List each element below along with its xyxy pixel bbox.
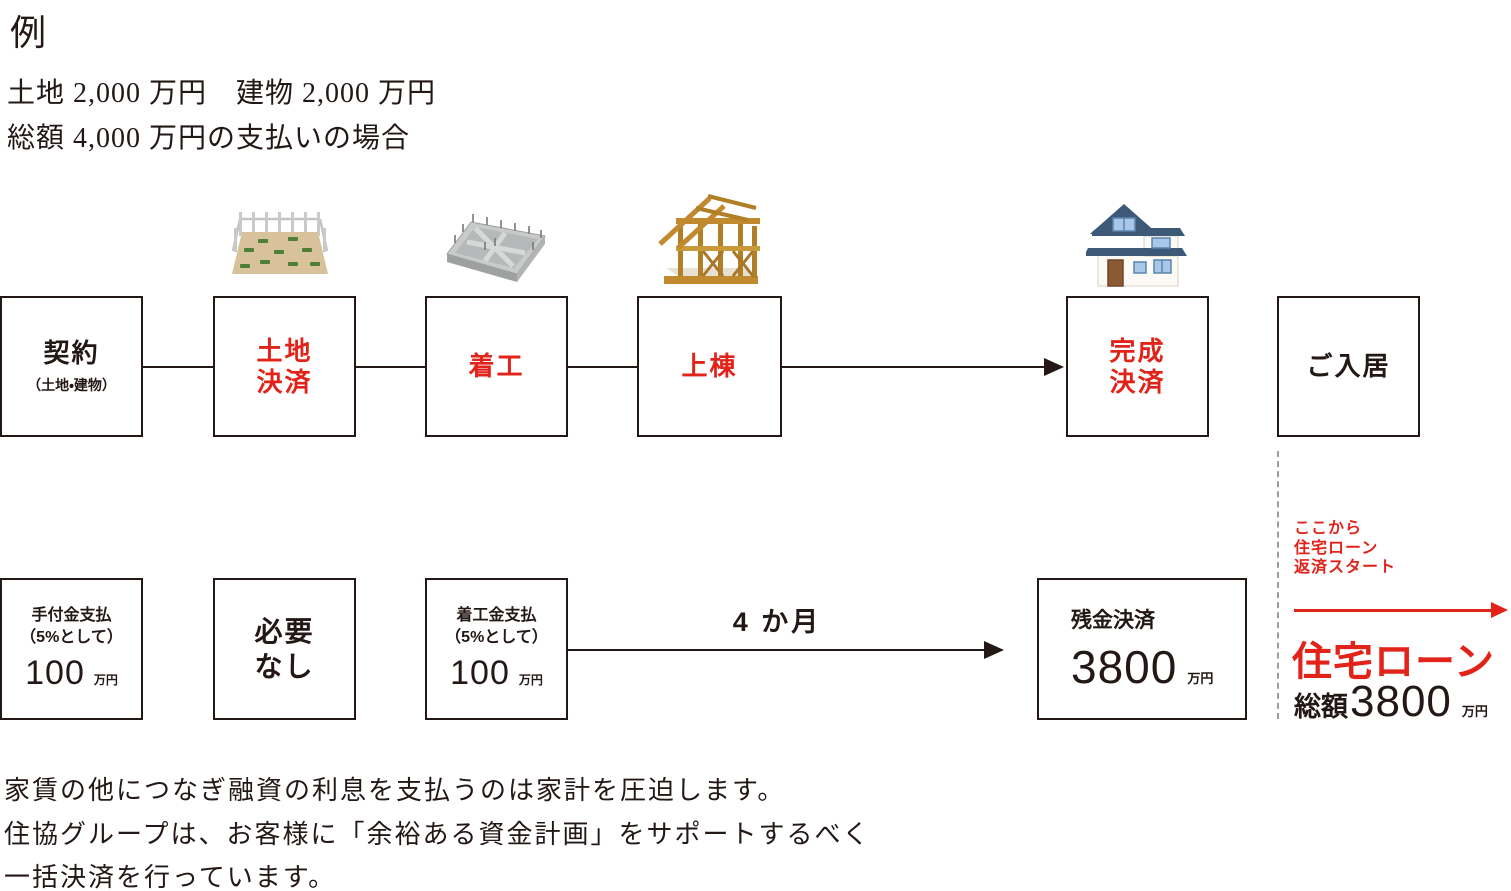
arrowhead-to-completion — [1044, 358, 1064, 376]
foundation-icon — [445, 212, 549, 286]
price-summary-line2: 総額 4,000 万円の支払いの場合 — [7, 123, 411, 154]
payment-amount: 100 — [25, 654, 85, 693]
payment-amount: 100 — [450, 654, 510, 693]
step-box-land-settlement: 土地 決済 — [213, 296, 356, 437]
loan-total-prefix: 総額 — [1294, 692, 1348, 722]
payment-unit: 万円 — [518, 673, 543, 688]
balance-amount-row: 3800 万円 — [1071, 640, 1213, 694]
period-label: 4 か月 — [732, 607, 822, 637]
payment-amount-row: 100 万円 — [450, 654, 543, 693]
arrow-line-to-completion — [780, 366, 1046, 368]
payment-title: 着工金支払 — [456, 606, 537, 624]
footer-text-line2: 住協グループは、お客様に「余裕ある資金計画」をサポートするべく — [4, 820, 871, 849]
loan-total-row: 総額 3800 万円 — [1294, 677, 1488, 727]
step-label: 契約 — [43, 337, 100, 368]
footer-text-line3: 一括決済を行っています。 — [4, 863, 337, 891]
example-heading: 例 — [10, 13, 49, 53]
footer-text-line1: 家賃の他につなぎ融資の利息を支払うのは家計を圧迫します。 — [4, 776, 786, 805]
step-label: 土地 決済 — [256, 335, 313, 397]
completed-house-icon — [1086, 198, 1188, 288]
payment-note: （5%として） — [445, 628, 548, 646]
payment-unit: 万円 — [93, 673, 118, 688]
connector-contract-land — [143, 366, 213, 368]
balance-unit: 万円 — [1187, 671, 1214, 686]
vacant-land-icon — [230, 206, 330, 278]
loan-arrowhead — [1491, 602, 1508, 618]
payment-box-balance: 残金決済 3800 万円 — [1037, 578, 1247, 720]
not-required-label: 必要 なし — [254, 616, 315, 682]
step-sublabel: （土地・建物） — [27, 377, 116, 394]
step-box-move-in: ご入居 — [1277, 296, 1420, 437]
payment-note: （5%として） — [20, 628, 123, 646]
step-box-frame-raising: 上棟 — [637, 296, 782, 437]
step-box-construction-start: 着工 — [425, 296, 568, 437]
loan-arrow-line — [1294, 609, 1491, 612]
loan-start-note: ここから 住宅ローン 返済スタート — [1294, 520, 1397, 577]
connector-land-construction — [356, 366, 425, 368]
step-label: ご入居 — [1306, 351, 1391, 382]
arrowhead-to-balance — [984, 641, 1004, 659]
loan-title: 住宅ローン — [1292, 640, 1495, 684]
loan-start-divider — [1277, 451, 1279, 719]
connector-construction-frame — [568, 366, 637, 368]
framing-icon — [656, 192, 762, 288]
balance-title: 残金決済 — [1071, 609, 1155, 632]
step-label: 上棟 — [681, 351, 738, 382]
price-summary-line1: 土地 2,000 万円 建物 2,000 万円 — [7, 78, 437, 109]
payment-title: 手付金支払 — [31, 606, 112, 624]
step-label: 完成 決済 — [1109, 335, 1166, 397]
payment-box-deposit: 手付金支払 （5%として） 100 万円 — [0, 578, 143, 720]
balance-amount: 3800 — [1071, 641, 1178, 693]
payment-box-construction-start: 着工金支払 （5%として） 100 万円 — [425, 578, 568, 720]
arrow-line-to-balance — [568, 649, 986, 651]
payment-amount-row: 100 万円 — [25, 654, 118, 693]
payment-box-not-required: 必要 なし — [213, 578, 356, 720]
loan-total-unit: 万円 — [1461, 704, 1488, 719]
step-box-contract: 契約 （土地・建物） — [0, 296, 143, 437]
loan-total-amount: 3800 — [1350, 677, 1452, 726]
step-label: 着工 — [468, 351, 525, 382]
step-box-completion-settlement: 完成 決済 — [1066, 296, 1209, 437]
